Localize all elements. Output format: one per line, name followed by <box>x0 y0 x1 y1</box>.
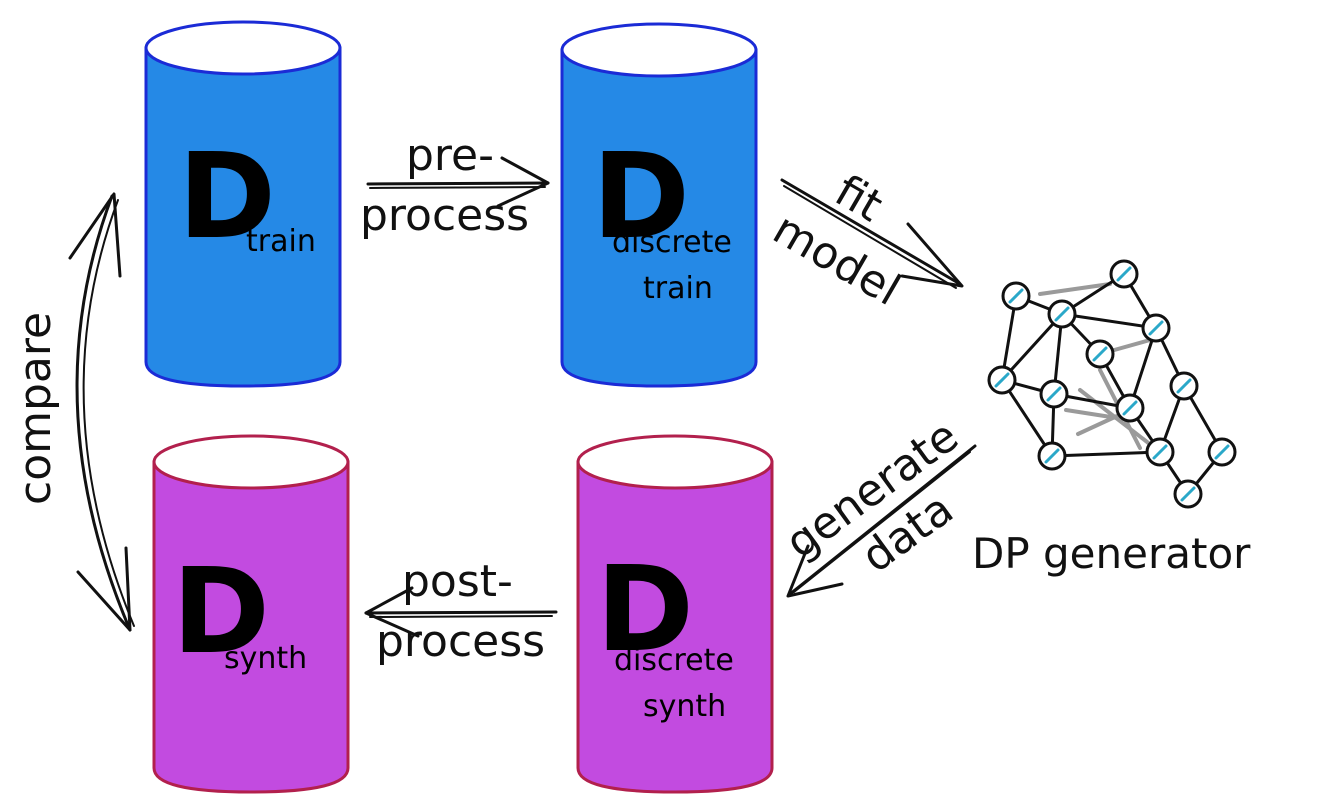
arrow-preprocess: pre- process <box>360 130 550 241</box>
network-nodes <box>987 259 1237 509</box>
cylinder-discrete-train-top <box>560 22 758 78</box>
cylinder-discrete-synth-subscript-2: synth <box>643 689 726 724</box>
fit-model-label-2: model <box>765 203 909 316</box>
cylinder-train-top <box>144 20 342 76</box>
cylinder-discrete-synth-subscript-1: discrete <box>614 643 734 678</box>
compare-label: compare <box>10 312 61 505</box>
postprocess-label-1: post- <box>402 556 513 607</box>
cylinder-synth-top <box>152 434 350 490</box>
arrow-compare: compare <box>10 192 135 632</box>
cylinder-discrete-synth-top <box>576 434 774 490</box>
cylinder-discrete-synth: D discrete synth <box>576 434 774 794</box>
cylinder-discrete-train-subscript-1: discrete <box>612 225 732 260</box>
fit-model-label-1: fit <box>827 165 891 232</box>
arrow-postprocess: post- process <box>364 556 558 667</box>
preprocess-label-1: pre- <box>406 130 494 181</box>
cylinder-train: D train <box>144 20 342 388</box>
cylinder-discrete-synth-body <box>576 460 774 794</box>
cylinder-train-letter: D <box>178 127 276 265</box>
cylinder-train-subscript: train <box>246 224 316 259</box>
cylinder-discrete-train-letter: D <box>592 127 690 265</box>
cylinder-synth: D synth <box>152 434 350 794</box>
preprocess-label-2: process <box>360 190 529 241</box>
cylinder-discrete-train: D discrete train <box>560 22 758 388</box>
cylinder-discrete-train-body <box>560 48 758 388</box>
network-graph-icon <box>987 259 1237 509</box>
cylinder-discrete-synth-letter: D <box>596 540 694 678</box>
cylinder-synth-subscript: synth <box>224 641 307 676</box>
arrow-generate-data: generate data <box>776 410 977 598</box>
cylinder-synth-body <box>152 460 350 794</box>
dp-generator-label: DP generator <box>972 529 1251 578</box>
postprocess-label-2: process <box>376 616 545 667</box>
cylinder-synth-letter: D <box>172 542 270 680</box>
cylinder-discrete-train-subscript-2: train <box>643 271 713 306</box>
cylinder-train-body <box>144 46 342 388</box>
arrow-fit-model: fit model <box>765 165 964 316</box>
